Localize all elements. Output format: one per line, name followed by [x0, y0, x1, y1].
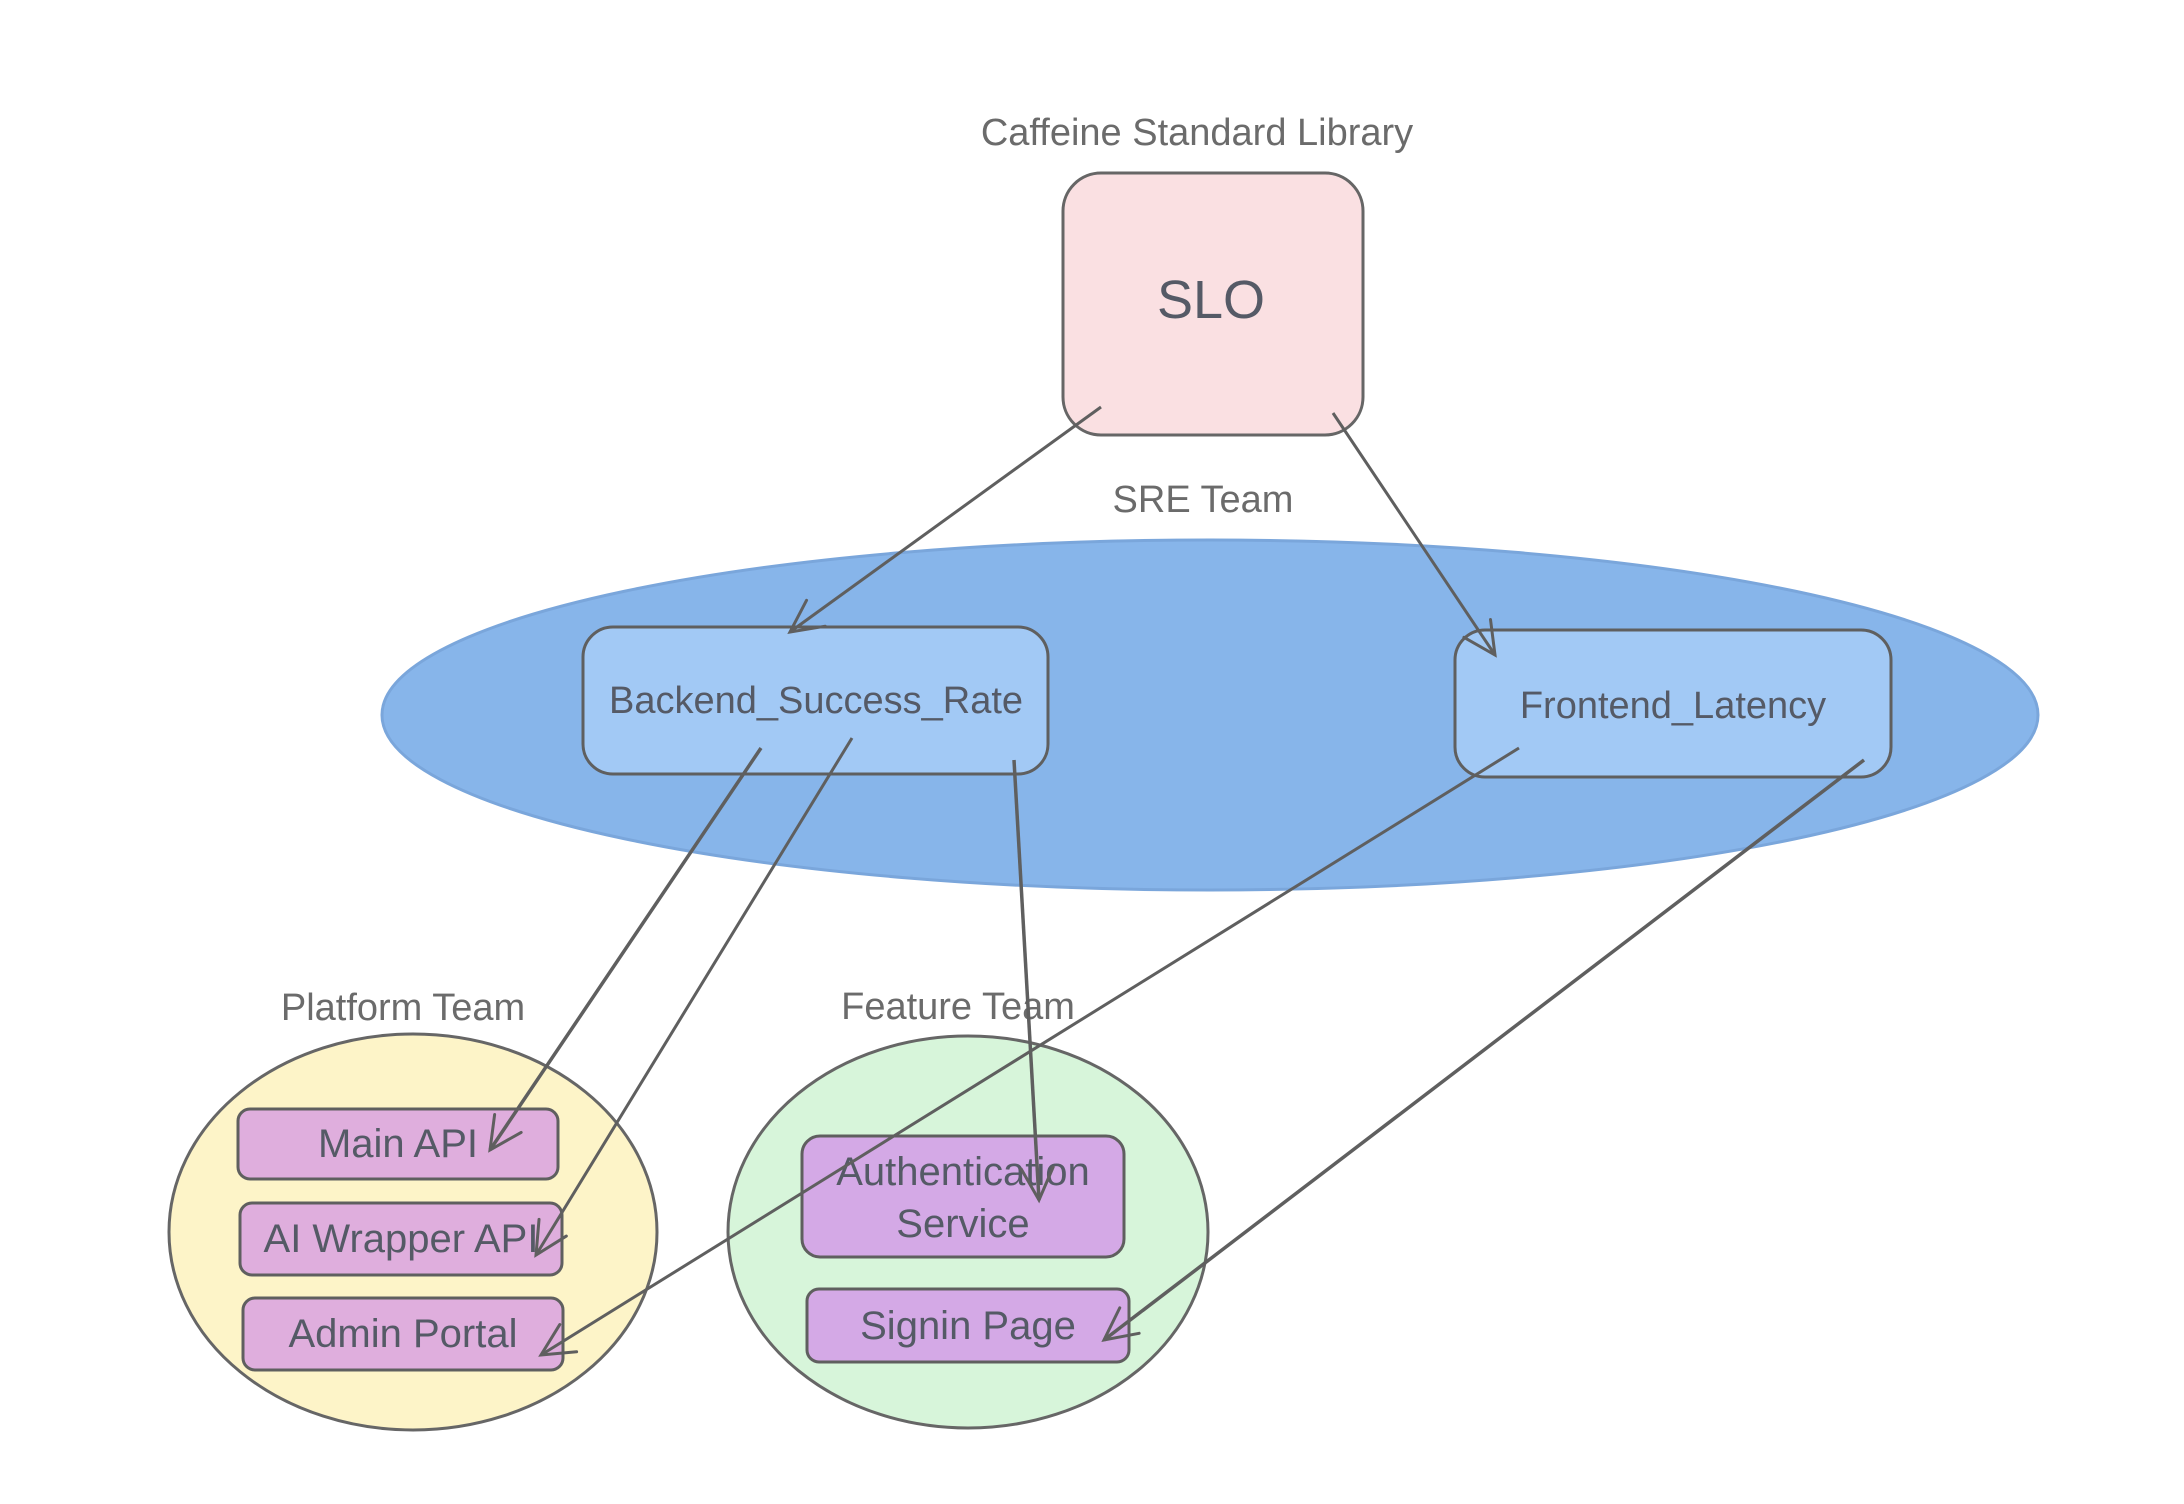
library-label: Caffeine Standard Library [981, 112, 1413, 154]
frontend-latency-node[interactable]: Frontend_Latency [1453, 628, 1893, 779]
edge-backend-to-ai-wrapper-api [534, 737, 854, 1258]
backend-success-rate-node[interactable]: Backend_Success_Rate [581, 625, 1050, 776]
backend-success-rate-label: Backend_Success_Rate [609, 680, 1023, 722]
slo-node[interactable]: SLO [1061, 171, 1365, 437]
edge-backend-to-main-api [488, 747, 763, 1153]
platform-team-label: Platform Team [281, 987, 525, 1029]
admin-portal-label: Admin Portal [289, 1312, 518, 1356]
edge-frontend-to-admin-portal [538, 746, 1520, 1357]
authentication-service-node[interactable]: Authentication Service [800, 1134, 1126, 1259]
frontend-latency-label: Frontend_Latency [1520, 685, 1826, 727]
edge-backend-to-authentication-service [1012, 759, 1055, 1204]
signin-page-node[interactable]: Signin Page [805, 1287, 1131, 1364]
admin-portal-node[interactable]: Admin Portal [241, 1296, 565, 1372]
ai-wrapper-api-node[interactable]: AI Wrapper API [238, 1201, 564, 1277]
main-api-node[interactable]: Main API [236, 1107, 560, 1181]
edge-frontend-to-signin-page [1101, 758, 1866, 1343]
sre-team-label: SRE Team [1113, 479, 1294, 521]
authentication-service-label-line2: Service [896, 1202, 1029, 1246]
edge-slo-to-backend-success-rate [787, 405, 1102, 634]
slo-label: SLO [1157, 270, 1265, 330]
main-api-label: Main API [318, 1122, 478, 1166]
signin-page-label: Signin Page [860, 1304, 1076, 1348]
authentication-service-label-line1: Authentication [836, 1150, 1090, 1194]
edge-slo-to-frontend-latency [1331, 412, 1497, 658]
feature-team-label: Feature Team [841, 986, 1075, 1028]
ai-wrapper-api-label: AI Wrapper API [264, 1217, 539, 1261]
